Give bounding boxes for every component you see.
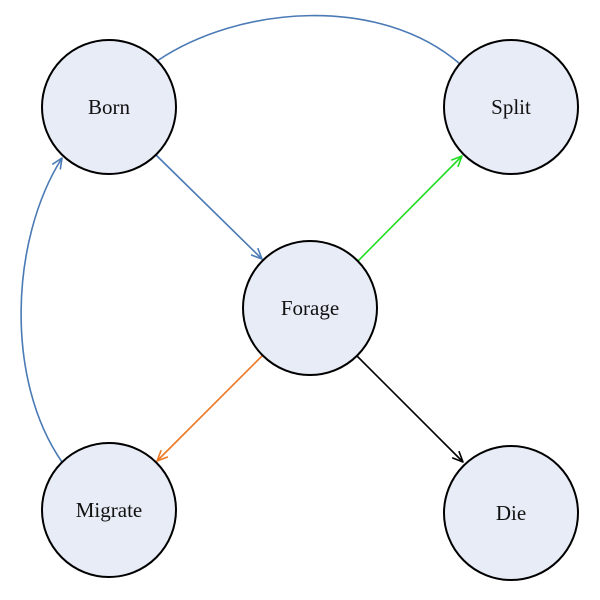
node-die-circle	[443, 445, 579, 581]
node-born: Born	[41, 39, 177, 175]
node-migrate-label: Migrate	[76, 498, 142, 522]
node-migrate: Migrate	[41, 442, 177, 578]
edge-forage-to-migrate	[156, 355, 263, 462]
edge-migrate-to-born	[20, 157, 63, 463]
node-forage-label: Forage	[281, 296, 339, 320]
node-forage-circle	[242, 240, 378, 376]
arrowhead-forage-to-migrate	[156, 449, 169, 462]
arrowhead-forage-to-split	[450, 155, 463, 168]
edge-forage-to-die	[356, 355, 464, 463]
node-die: Die	[443, 445, 579, 581]
edge-forage-to-split	[356, 155, 463, 263]
node-die-label: Die	[496, 501, 526, 525]
edges	[20, 14, 464, 463]
node-split-circle	[443, 39, 579, 175]
node-born-circle	[41, 39, 177, 175]
arrowhead-forage-to-die	[451, 450, 464, 463]
edge-born-to-forage	[155, 154, 263, 260]
node-forage: Forage	[242, 240, 378, 376]
arrowhead-born-to-forage	[250, 247, 263, 260]
node-split: Split	[443, 39, 579, 175]
edge-split-to-born	[156, 14, 461, 65]
node-split-label: Split	[491, 95, 531, 119]
node-born-label: Born	[88, 95, 131, 119]
node-migrate-circle	[41, 442, 177, 578]
arrowhead-migrate-to-born	[51, 157, 63, 170]
